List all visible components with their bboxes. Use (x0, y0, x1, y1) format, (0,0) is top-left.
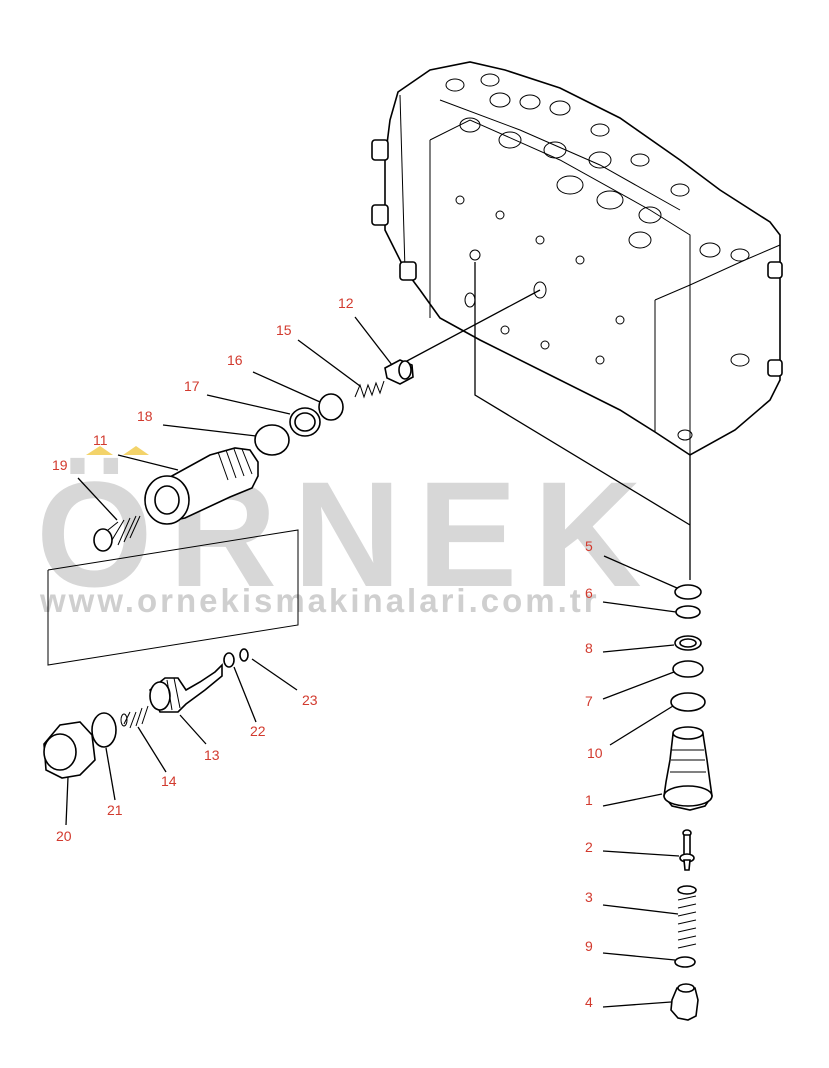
callout-10: 10 (587, 745, 603, 761)
assembly-bracket (47, 529, 299, 666)
assembly-line-right (474, 262, 691, 526)
callout-19: 19 (52, 457, 68, 473)
callout-16: 16 (227, 352, 243, 368)
part-21-oring (91, 712, 117, 748)
callout-7: 7 (585, 693, 593, 709)
part-12-plug (384, 359, 414, 385)
part-19-spring (93, 515, 141, 552)
watermark-brand: ÖRNEK (36, 450, 658, 618)
callout-2: 2 (585, 839, 593, 855)
valve-ports (445, 73, 750, 441)
part-4-plug (670, 983, 699, 1021)
callout-21: 21 (107, 802, 123, 818)
part-5-oring (674, 584, 702, 600)
part-16-ring (318, 393, 344, 421)
control-valve-body (371, 61, 783, 456)
part-11-relief-valve-sleeve (144, 447, 259, 525)
part-15-spring (354, 380, 385, 399)
part-10-oring (670, 692, 706, 712)
callout-12: 12 (338, 295, 354, 311)
callout-1: 1 (585, 792, 593, 808)
callout-leaders (65, 316, 680, 1008)
callout-3: 3 (585, 889, 593, 905)
callout-11: 11 (93, 432, 108, 448)
callout-9: 9 (585, 938, 593, 954)
callout-17: 17 (184, 378, 200, 394)
part-3-spring (677, 885, 697, 949)
part-2-needle (679, 829, 695, 871)
callout-labels: 12 15 16 17 18 11 19 5 6 8 7 10 1 2 3 9 … (52, 295, 603, 1010)
callout-5: 5 (585, 538, 593, 554)
callout-18: 18 (137, 408, 153, 424)
callout-8: 8 (585, 640, 593, 656)
part-23-ring (239, 648, 249, 662)
part-9-oring (674, 956, 696, 968)
callout-20: 20 (56, 828, 72, 844)
part-6-ring (675, 605, 701, 619)
part-14-spring (120, 705, 149, 729)
part-8-ring-inner (679, 638, 697, 648)
part-17-ring-inner (294, 412, 316, 432)
callout-6: 6 (585, 585, 593, 601)
assembly-line-upper (404, 289, 541, 363)
callout-4: 4 (585, 994, 593, 1010)
part-22-ring (223, 652, 235, 668)
part-1-valve-cartridge (663, 726, 713, 811)
part-13-poppet (149, 663, 223, 713)
watermark-accent-mark (86, 446, 113, 455)
watermark-url: www.ornekismakinalari.com.tr (39, 582, 600, 619)
callout-23: 23 (302, 692, 318, 708)
callout-15: 15 (276, 322, 292, 338)
watermark-accent-mark (123, 446, 149, 455)
callout-22: 22 (250, 723, 266, 739)
watermark: ÖRNEK www.ornekismakinalari.com.tr (36, 446, 658, 619)
part-7-ring (672, 660, 704, 678)
part-18-oring (254, 424, 290, 456)
callout-13: 13 (204, 747, 220, 763)
part-20-cap (43, 721, 96, 779)
callout-14: 14 (161, 773, 177, 789)
